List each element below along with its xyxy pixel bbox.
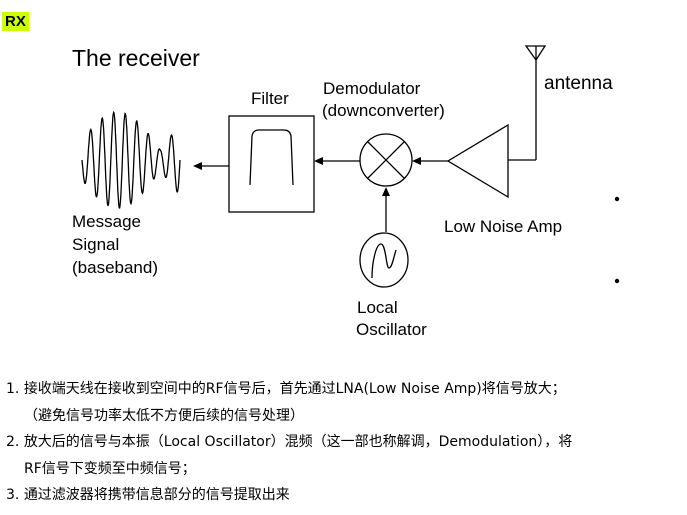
step-number: 1. [6,381,20,397]
oscillator-label-2: Oscillator [356,320,427,339]
oscillator-label-1: Local [357,298,398,317]
step-item: 1. 接收端天线在接收到空间中的RF信号后，首先通过LNA(Low Noise … [6,376,682,403]
step-text: 放大后的信号与本振（Local Oscillator）混频（这一部也称解调，De… [23,434,573,451]
step-text: 接收端天线在接收到空间中的RF信号后，首先通过LNA(Low Noise Amp… [23,381,566,397]
message-signal-waveform-icon [81,110,181,210]
dot-marker [614,278,620,284]
step-text: （避免信号功率太低不方便后续的信号处理） [24,407,304,424]
local-oscillator-icon [359,232,409,288]
antenna-label: antenna [544,73,613,94]
step-text: RF信号下变频至中频信号； [24,460,196,477]
lna-label: Low Noise Amp [444,217,562,236]
arrow-mixer-to-filter [314,157,360,165]
receiver-diagram: The receiver antenna Low Noise Amp Demod… [72,45,620,339]
step-item: 2. 放大后的信号与本振（Local Oscillator）混频（这一部也称解调… [6,429,682,456]
mixer-icon [359,133,413,187]
filter-label: Filter [251,89,289,108]
diagram-title: The receiver [72,45,200,71]
arrow-filter-to-message [193,162,229,170]
message-label-1: Message [72,212,141,231]
filter-icon [228,115,315,213]
step-number: 2. [6,434,20,451]
step-number: 3. [6,487,20,504]
section-tag: RX [2,12,29,31]
message-label-3: (baseband) [72,258,158,277]
arrow-lna-to-mixer [412,157,448,165]
message-label-2: Signal [72,235,119,254]
step-item: 3. 通过滤波器将携带信息部分的信号提取出来 [6,482,682,509]
step-item-continued: RF信号下变频至中频信号； [6,456,682,483]
demodulator-label: Demodulator [323,79,421,98]
dot-marker [614,196,620,202]
arrow-oscillator-to-mixer [382,187,390,232]
lna-amplifier-icon [446,123,509,199]
step-item-continued: （避免信号功率太低不方便后续的信号处理） [6,403,682,430]
step-text: 通过滤波器将携带信息部分的信号提取出来 [23,487,290,504]
downconverter-label: (downconverter) [322,101,445,120]
antenna-icon [508,45,547,161]
steps-list: 1. 接收端天线在接收到空间中的RF信号后，首先通过LNA(Low Noise … [6,376,682,509]
